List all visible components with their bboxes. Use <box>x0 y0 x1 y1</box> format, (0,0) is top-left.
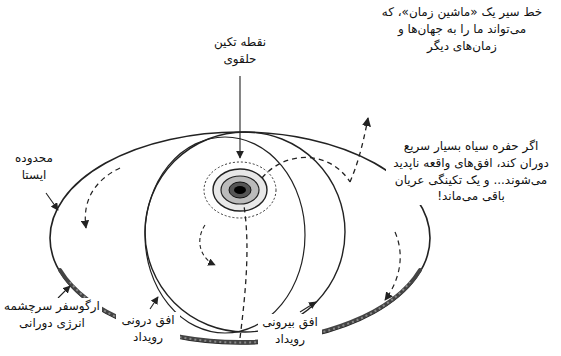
leader-outer-horizon <box>300 302 316 312</box>
rotation-arrow-left <box>85 168 120 228</box>
naked-singularity-note-box: اگر حفره سیاه بسیار سریع دوران کند، افق‌… <box>386 138 556 205</box>
ergosphere-label: ارگوسفر سرچشمه انرژی دورانی <box>2 298 102 332</box>
leader-inner-horizon <box>150 297 158 309</box>
trajectory-upper <box>262 157 350 182</box>
ring-inner <box>221 176 259 204</box>
outer-horizon-label: افق بیرونی رویداد <box>258 314 322 348</box>
leader-ring <box>239 76 240 158</box>
ring-halo <box>204 162 276 218</box>
outer-horizon <box>145 132 345 332</box>
ergosphere-label-box: ارگوسفر سرچشمه انرژی دورانی <box>2 298 102 332</box>
inner-horizon-label-box: افق درونی رویداد <box>116 312 180 346</box>
trajectory-note-box: خط سیر یک «ماشین زمان»، که می‌تواند ما ر… <box>372 4 552 54</box>
singularity-label: نقطه تکین حلقوی <box>195 34 285 68</box>
trajectory-note: خط سیر یک «ماشین زمان»، که می‌تواند ما ر… <box>372 4 552 54</box>
ring-core <box>229 182 251 198</box>
trajectory-lower <box>240 206 247 338</box>
singularity-label-box: نقطه تکین حلقوی <box>195 34 285 68</box>
inner-horizon <box>145 137 305 333</box>
trajectory-arrow <box>350 118 368 182</box>
rotation-arrow-right <box>385 232 400 300</box>
static-limit-label: محدوده ایستا <box>3 150 65 184</box>
inner-horizon-label: افق درونی رویداد <box>116 312 180 346</box>
static-limit-outline <box>50 132 430 344</box>
outer-horizon-label-box: افق بیرونی رویداد <box>258 314 322 348</box>
leader-static-limit <box>46 193 58 210</box>
leader-ergosphere <box>58 286 70 298</box>
naked-singularity-note: اگر حفره سیاه بسیار سریع دوران کند، افق‌… <box>386 138 556 205</box>
ring-singularity <box>213 169 267 211</box>
static-limit-label-box: محدوده ایستا <box>3 150 65 184</box>
rotation-arrow-center <box>200 225 215 265</box>
ring-center <box>234 186 246 194</box>
